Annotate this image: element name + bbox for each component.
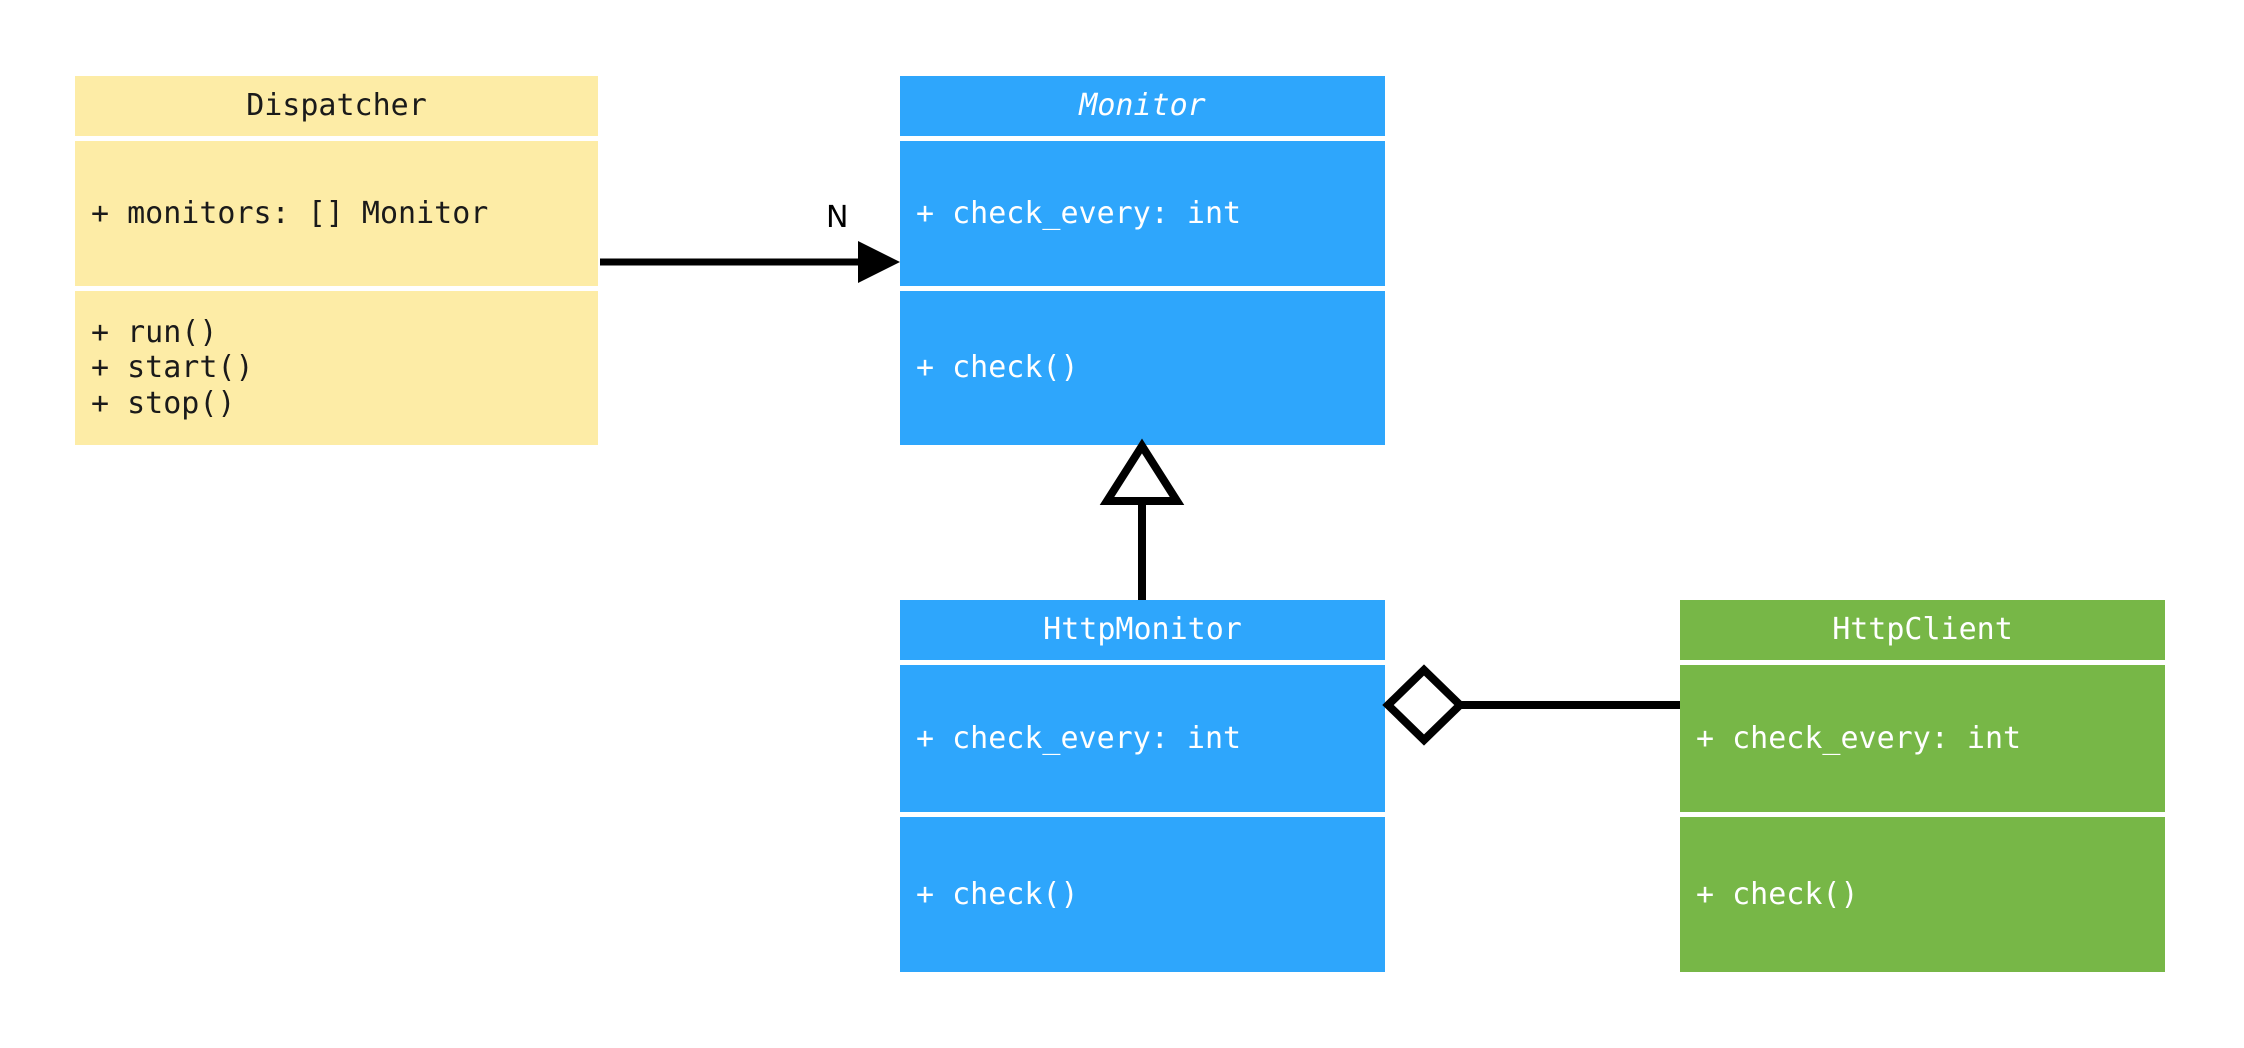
compartment-divider [900,660,1385,665]
class-attributes-http-monitor: + check_every: int [900,665,1385,812]
class-title-http-monitor: HttpMonitor [1043,612,1242,647]
attribute-row: + check_every: int [916,195,1242,231]
class-box-dispatcher[interactable]: Dispatcher + monitors: [] Monitor + run(… [75,76,598,445]
compartment-divider [1680,812,2165,817]
operation-row: + check() [916,350,1079,386]
class-box-http-client[interactable]: HttpClient + check_every: int + check() [1680,600,2165,972]
class-title-http-client: HttpClient [1832,612,2013,647]
relationship-httpmonitor-inherits-monitor [1099,438,1185,600]
class-operations-monitor: + check() [900,291,1385,445]
class-title-dispatcher: Dispatcher [246,88,427,123]
attribute-row: + monitors: [] Monitor [91,195,489,231]
class-operations-http-monitor: + check() [900,817,1385,972]
operation-row: + start() [91,350,254,386]
operation-row: + check() [1696,876,1859,912]
compartment-divider [900,812,1385,817]
class-operations-dispatcher: + run() + start() + stop() [75,291,598,445]
compartment-divider [1680,660,2165,665]
compartment-divider [900,286,1385,291]
class-attributes-http-client: + check_every: int [1680,665,2165,812]
compartment-divider [900,136,1385,141]
class-title-monitor: Monitor [1079,88,1206,123]
class-attributes-monitor: + check_every: int [900,141,1385,286]
filled-arrow-icon [858,241,900,283]
class-attributes-dispatcher: + monitors: [] Monitor [75,141,598,286]
relationship-dispatcher-to-monitor [600,241,900,283]
relationship-httpmonitor-aggregates-httpclient [1382,664,1680,746]
operation-row: + run() [91,314,218,350]
hollow-diamond-icon [1382,664,1466,746]
multiplicity-label-n: N [826,200,849,235]
attribute-row: + check_every: int [916,720,1242,756]
class-box-http-monitor[interactable]: HttpMonitor + check_every: int + check() [900,600,1385,972]
class-box-monitor[interactable]: Monitor + check_every: int + check() [900,76,1385,445]
operation-row: + stop() [91,385,236,421]
operation-row: + check() [916,876,1079,912]
compartment-divider [75,136,598,141]
attribute-row: + check_every: int [1696,720,2022,756]
class-operations-http-client: + check() [1680,817,2165,972]
compartment-divider [75,286,598,291]
hollow-triangle-icon [1099,438,1185,505]
